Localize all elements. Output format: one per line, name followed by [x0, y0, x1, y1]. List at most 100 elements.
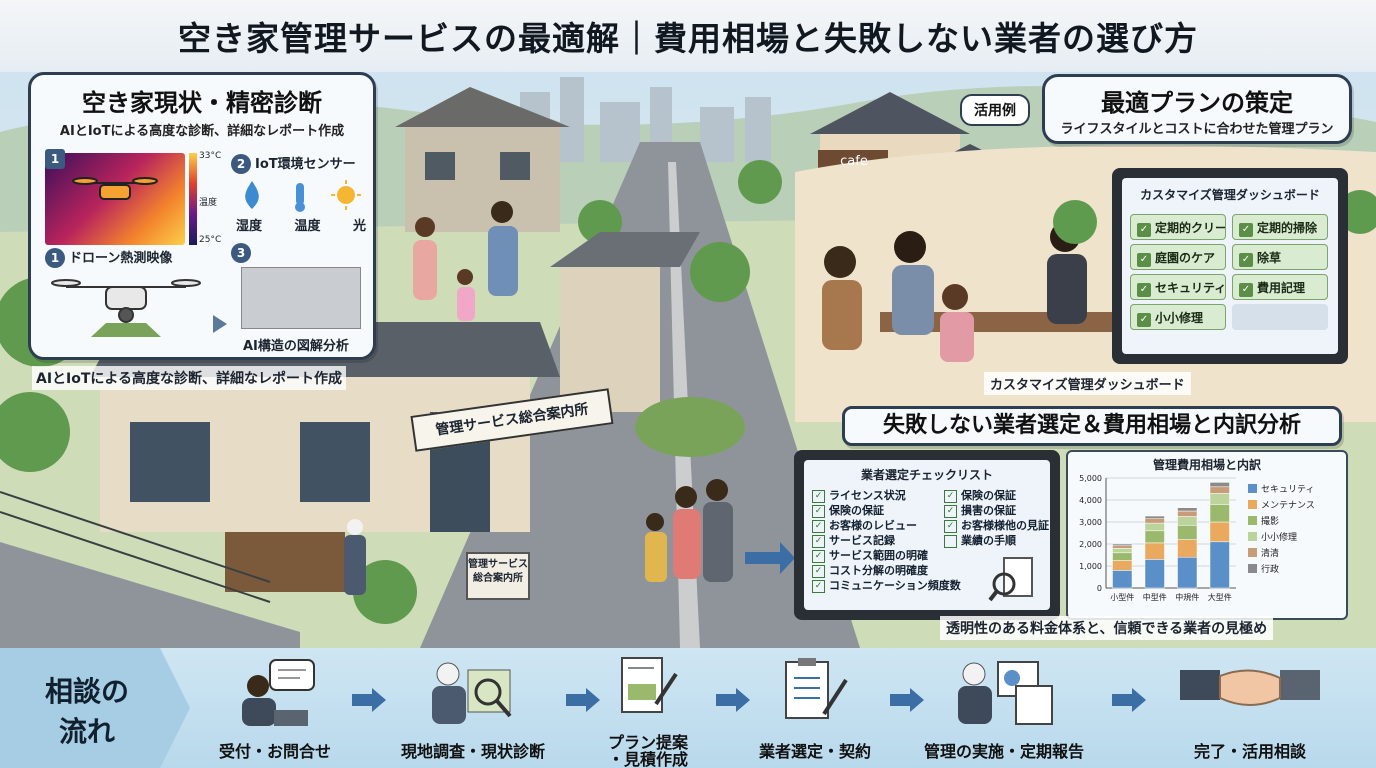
flow-step-reception: 受付・お問合せ	[200, 648, 350, 768]
bar-segment	[1177, 507, 1198, 512]
bar-segment	[1209, 486, 1230, 494]
sun-icon	[337, 186, 355, 204]
flow-step-complete: 完了・活用相談	[1150, 648, 1350, 768]
bar-segment	[1144, 522, 1165, 532]
check-item: サービス記録	[812, 533, 961, 548]
check-item: ライセンス状況	[812, 488, 961, 503]
y-tick-label: 1,000	[1079, 562, 1102, 571]
diag-item-3: AI構造の図解分析	[243, 339, 349, 354]
flow-step-plan: プラン提案・見積作成	[588, 648, 708, 768]
bar-segment	[1177, 556, 1198, 589]
bar-segment	[1177, 539, 1198, 558]
flow-arrow-icon	[1112, 688, 1146, 712]
bar-segment	[1112, 548, 1133, 554]
plan-panel: 最適プランの策定 ライフスタイルとコストに合わせた管理プラン	[1042, 74, 1352, 144]
x-tick-label: 大型件	[1208, 592, 1232, 602]
selection-heading-box: 失敗しない業者選定＆費用相場と内訳分析	[842, 406, 1342, 446]
dashboard-title: カスタマイズ管理ダッシュボード	[1140, 188, 1320, 202]
y-tick-label: 2,000	[1079, 540, 1102, 549]
dash-item-garden: 庭園のケア	[1130, 244, 1226, 270]
consultation-flow-bar: 相談の 流れ 受付・お問合せ 現地調査・現状診断	[0, 648, 1376, 768]
check-item: 保険の保証	[944, 488, 1049, 503]
sensor-labels: 湿度温度光	[236, 219, 366, 234]
flow-step-label: 完了・活用相談	[1193, 742, 1306, 761]
checklist-left: ライセンス状況 保険の保証 お客様のレビュー サービス記録 サービス範囲の明確 …	[812, 488, 961, 593]
checklist-screen: 業者選定チェックリスト ライセンス状況 保険の保証 お客様のレビュー サービス記…	[804, 460, 1050, 610]
diagnosis-panel: 空き家現状・精密診断 AIとIoTによる高度な診断、詳細なレポート作成 33°C…	[28, 72, 376, 360]
plan-subheading: ライフスタイルとコストに合わせた管理プラン	[1060, 122, 1334, 137]
bar-segment	[1177, 510, 1198, 517]
dash-item-repair: 小小修理	[1130, 304, 1226, 330]
flow-arrow-icon	[566, 688, 600, 712]
thermal-low: 25°C	[199, 235, 222, 245]
cost-chart: 5,0004,0003,0002,0001,0000小型件中型件中規件大型件セキ…	[1079, 474, 1315, 602]
check-item: 損害の保証	[944, 503, 1049, 518]
check-item: コミュニケーション頻度数	[812, 578, 961, 593]
bar-segment	[1177, 525, 1198, 540]
cafe-sign: cafe	[840, 154, 868, 169]
dashboard-screen: カスタマイズ管理ダッシュボード 定期的クリー 定期的掃除 庭園のケア 除草 セキ…	[1122, 178, 1338, 354]
dashboard-caption: カスタマイズ管理ダッシュボード	[984, 372, 1191, 395]
flow-step-survey: 現地調査・現状診断	[388, 648, 558, 768]
diagnosis-subheading: AIとIoTによる高度な診断、詳細なレポート作成	[59, 124, 345, 139]
flow-arrow-icon	[716, 688, 750, 712]
thermal-mid: 温度	[199, 198, 218, 208]
legend-swatch	[1248, 532, 1257, 541]
thermal-image	[45, 153, 185, 245]
flow-step-label: 管理の実施・定期報告	[923, 742, 1084, 761]
check-item: お客様様他の見証	[944, 518, 1049, 533]
thermometer-icon	[296, 183, 304, 205]
check-item: 保険の保証	[812, 503, 961, 518]
legend-swatch	[1248, 548, 1257, 557]
bar-segment	[1144, 518, 1165, 524]
small-center-sign: 管理サービス総合案内所	[466, 552, 530, 600]
flow-step-contract: 業者選定・契約	[740, 648, 890, 768]
sensor-icons	[245, 180, 361, 212]
diagnosis-caption: AIとIoTによる高度な診断、詳細なレポート作成	[32, 366, 346, 390]
drone-icon	[72, 177, 158, 200]
checklist-monitor: 業者選定チェックリスト ライセンス状況 保険の保証 お客様のレビュー サービス記…	[794, 450, 1060, 620]
selection-caption: 透明性のある料金体系と、信頼できる業者の見極め	[940, 616, 1274, 640]
page-title: 空き家管理サービスの最適解｜費用相場と失敗しない業者の選び方	[178, 19, 1198, 58]
y-tick-label: 4,000	[1079, 496, 1102, 505]
bar-segment	[1144, 515, 1165, 519]
flow-heading-box: 相談の 流れ	[0, 648, 190, 768]
flow-step-label: 業者選定・契約	[758, 742, 871, 761]
check-item: サービス範囲の明確	[812, 548, 961, 563]
receptionist-icon	[242, 659, 315, 726]
thermal-high: 33°C	[199, 151, 222, 161]
check-item: コスト分解の明確度	[812, 563, 961, 578]
check-item: お客様のレビュー	[812, 518, 961, 533]
legend-label: 行政	[1261, 563, 1279, 575]
dash-empty-slot	[1232, 304, 1328, 330]
dash-item-security: セキュリティ	[1130, 274, 1226, 300]
x-tick-label: 中型件	[1143, 592, 1167, 602]
legend-label: 小小修理	[1261, 531, 1297, 543]
legend-label: メンテナンス	[1261, 500, 1315, 511]
check-item: 業績の手順	[944, 533, 1049, 548]
ai-structure-image	[241, 267, 361, 329]
dash-item-weeding: 除草	[1232, 244, 1328, 270]
drone-illustration-icon	[51, 279, 201, 337]
flow-step-label: プラン提案・見積作成	[607, 733, 688, 768]
bar-segment	[1112, 545, 1133, 549]
diagnosis-heading: 空き家現状・精密診断	[82, 89, 322, 117]
inspector-map-icon	[432, 662, 512, 724]
legend-swatch	[1248, 516, 1257, 525]
dash-item-cost: 費用記理	[1232, 274, 1328, 300]
legend-swatch	[1248, 484, 1257, 493]
clipboard-pen-icon	[785, 658, 848, 719]
bar-segment	[1209, 521, 1230, 543]
flow-heading-line2: 流れ	[58, 715, 115, 748]
bar-segment	[1144, 559, 1165, 589]
title-bar: 空き家管理サービスの最適解｜費用相場と失敗しない業者の選び方	[0, 0, 1376, 72]
y-tick-label: 5,000	[1079, 474, 1102, 483]
diag-item-3-num: 3	[231, 243, 255, 263]
bar-segment	[1209, 504, 1230, 523]
legend-label: セキュリティ	[1261, 484, 1314, 495]
dashboard-monitor: カスタマイズ管理ダッシュボード 定期的クリー 定期的掃除 庭園のケア 除草 セキ…	[1112, 168, 1348, 364]
legend-swatch	[1248, 500, 1257, 509]
flow-arrow-icon	[352, 688, 386, 712]
